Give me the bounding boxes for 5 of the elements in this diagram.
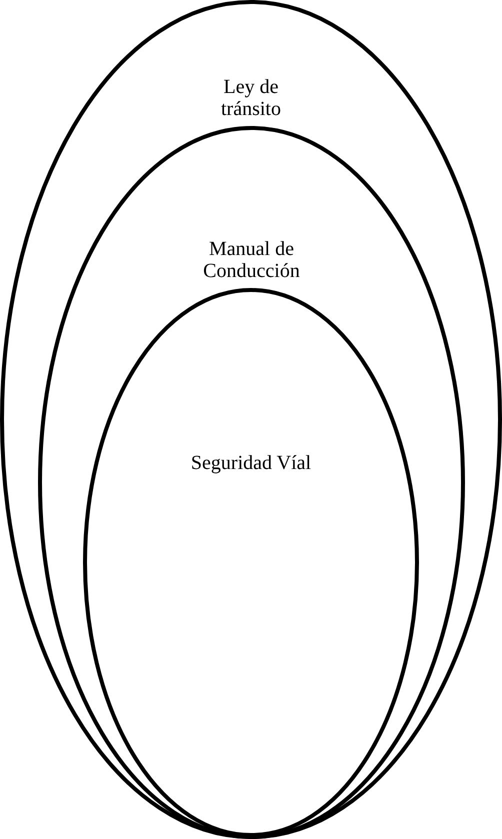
ellipse <box>40 128 463 837</box>
ellipse-label: Ley de tránsito <box>220 76 282 120</box>
ellipse <box>85 290 417 835</box>
ellipse-label: Manual de Conducción <box>202 238 301 282</box>
ellipse-label: Seguridad Víal <box>190 452 312 474</box>
